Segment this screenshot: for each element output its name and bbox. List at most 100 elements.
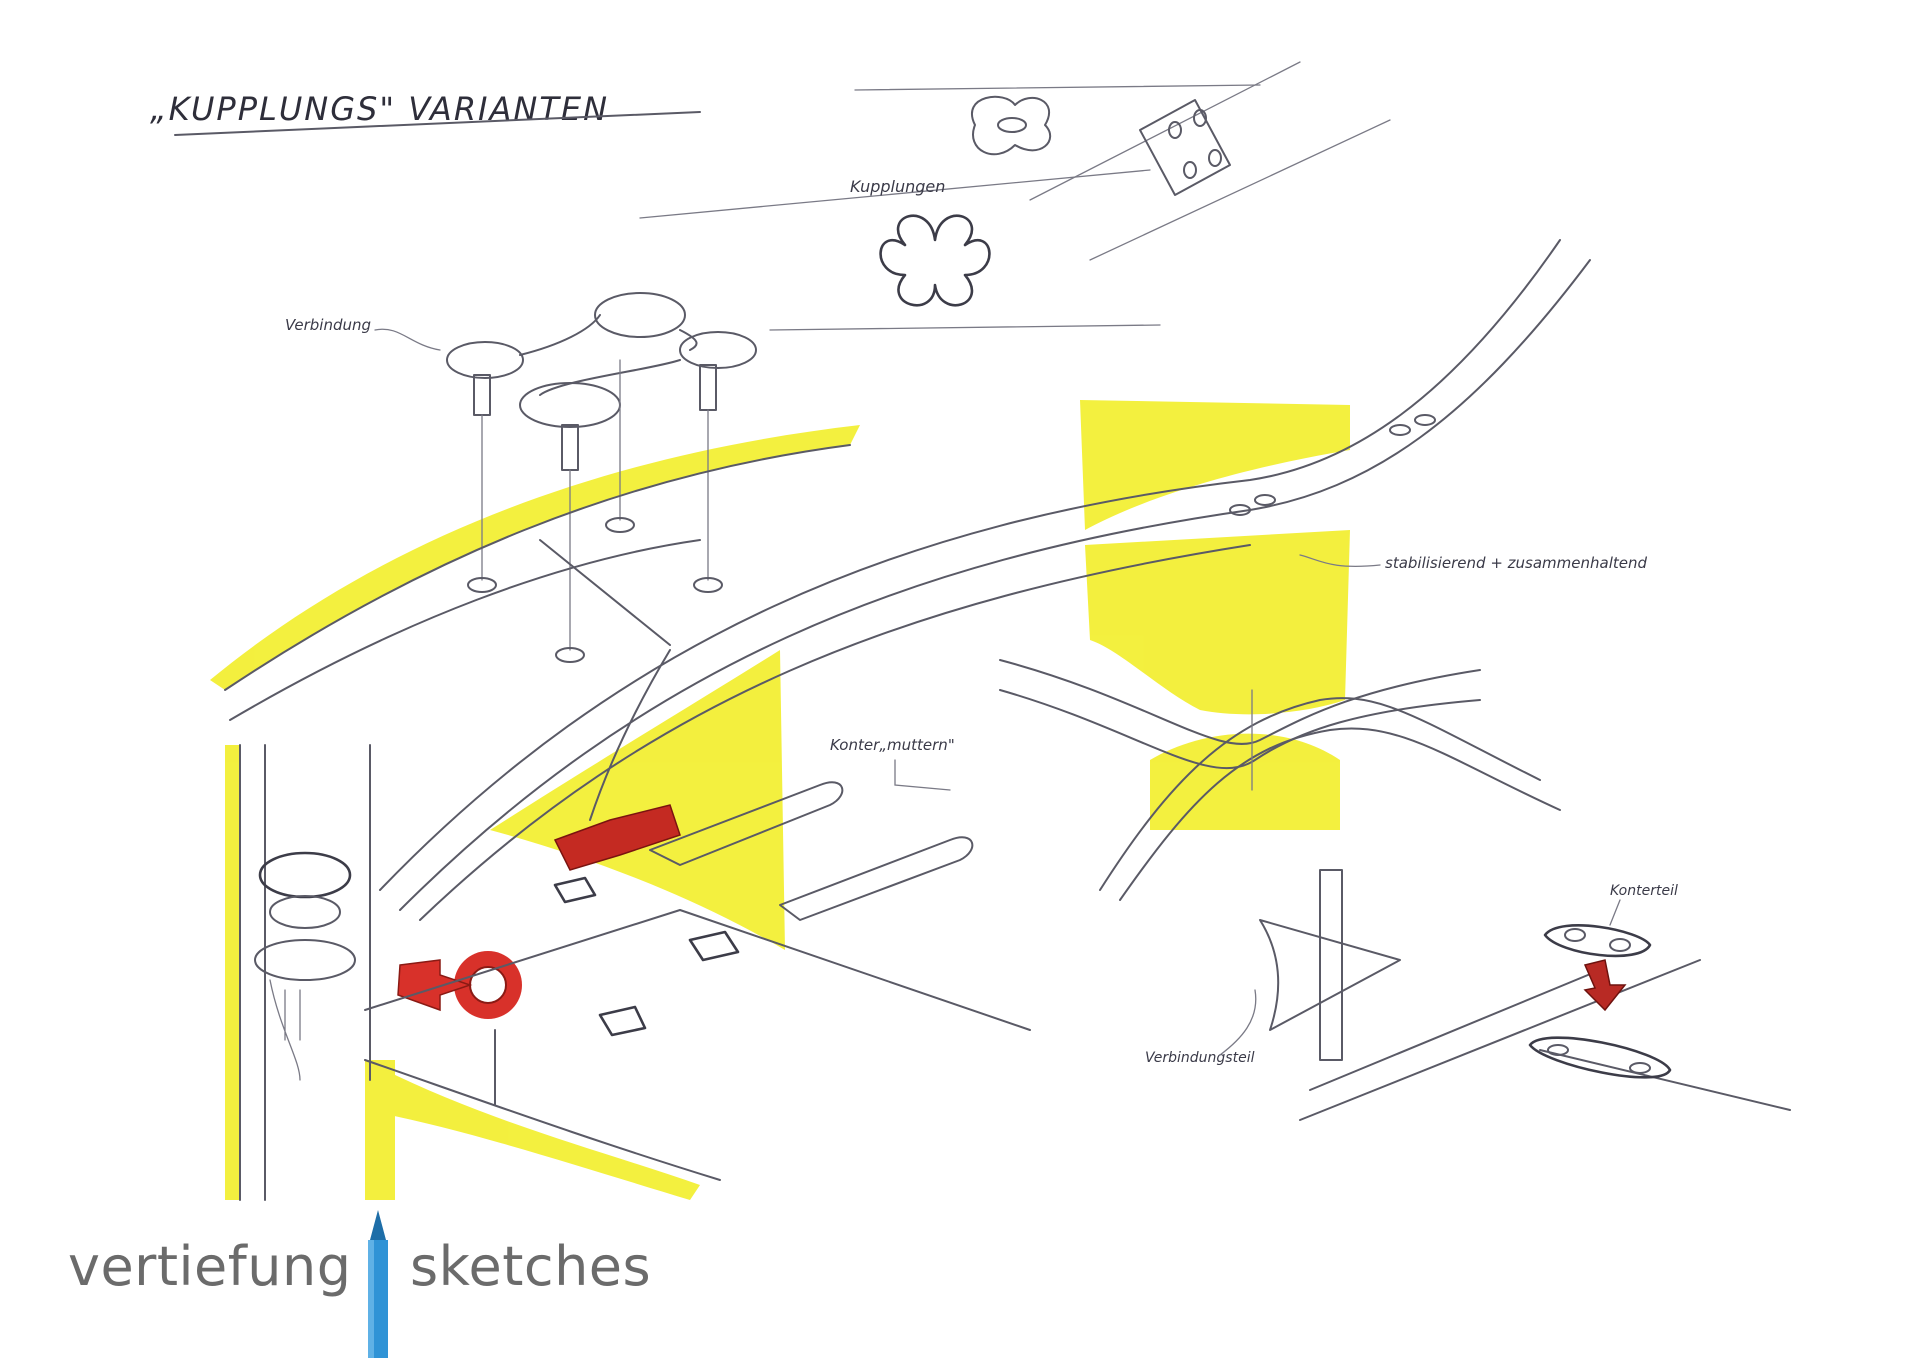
rail-cross [999,659,1481,745]
konterteil-hole [1564,928,1586,942]
clover-coupling-icon [879,214,991,307]
plate-hole [1183,161,1197,179]
konterteil-hole [1609,938,1631,952]
connector-pin [561,424,579,471]
connector-disc [446,341,524,379]
pencil-highlight [368,1240,374,1358]
highlight-right-middle [1085,530,1350,715]
rail-cross [1099,697,1541,891]
plate-hole [1208,149,1222,167]
panel-hole [693,577,723,593]
post [1319,869,1343,1061]
base-edge [1299,959,1701,1121]
curved-panels [224,239,1591,921]
panel-hole [555,647,585,663]
panel-edge [229,539,701,721]
verbindung-connector: Verbindung [285,292,757,651]
leader-line [374,328,441,351]
yellow-highlights [210,400,1350,1200]
highlight-right-lower [1150,733,1340,830]
connector-disc [679,331,757,369]
panel-seam [589,649,671,821]
red-arrow-down [1583,959,1627,1012]
rail-hole [1229,504,1251,516]
slab-edge [364,909,1031,1031]
title-group: „KUPPLUNGS" VARIANTEN [150,90,701,136]
konterteil-slot [1528,1036,1672,1079]
konter-clip [649,781,844,866]
title-underline [174,111,701,136]
bolt-washer [254,939,356,981]
verbindungsteil-wedge [1259,919,1401,1031]
crossing-rails: stabilisierend + zusammenhaltend [999,414,1647,901]
hex-nut [553,876,597,904]
rail-hole [1389,424,1411,436]
rail-cross [1119,727,1561,901]
rail-lower [399,259,1591,911]
connector-pin [473,374,491,416]
base-edge [1309,969,1601,1091]
pencil-icon [368,1210,388,1358]
label-kontermuttern: Konter„muttern" [830,736,955,754]
left-bolt-detail [239,744,522,1201]
brand-right-text: sketches [410,1235,652,1298]
plate-hole [1168,121,1182,139]
highlight-bottom-band [365,1060,700,1200]
highlight-right-top [1080,400,1350,530]
bottom-right-parts: Verbindungsteil Konterteil [1145,869,1791,1121]
rail-hole [1414,414,1436,426]
brand-left-text: vertiefung [68,1235,352,1298]
plate-line [1029,61,1301,201]
slot-hole [1629,1062,1651,1074]
hex-nut [688,930,740,962]
rail-hole [1254,494,1276,506]
hex-nut [598,1005,647,1037]
center-slab: Konter„muttern" [364,736,1031,1181]
label-verbindung: Verbindung [285,316,371,334]
connector-disc [519,382,621,428]
highlight-left-bar [225,745,240,1200]
label-kupplungen: Kupplungen [850,177,945,196]
slot-hole [1547,1044,1569,1056]
konterteil-plate [1543,924,1652,958]
small-coupling-hole [997,117,1027,133]
panel-edge [224,444,851,691]
leader-line [894,759,951,791]
panel-hole [467,577,497,593]
bolt-ring [269,895,341,929]
page-title: „KUPPLUNGS" VARIANTEN [150,90,609,128]
plate-line [769,324,1161,331]
bolt-head [258,851,352,899]
rail-inner [419,544,1251,921]
plate-line [639,169,1151,219]
red-arrow-slab [553,804,681,871]
rail-cross [999,689,1481,770]
rail-upper [379,239,1561,891]
highlight-bottom-left-block [365,1060,395,1200]
plate-line [1089,119,1391,261]
leader-line [1299,554,1381,568]
kupplungen-plates: Kupplungen [639,61,1391,331]
small-coupling-icon [971,95,1052,156]
highlight-upper-arc [210,425,860,690]
bolt-shading [269,979,301,1081]
pencil-tip [370,1210,386,1240]
leader-line [1219,989,1257,1056]
red-ring-hole [469,966,507,1004]
label-konterteil: Konterteil [1610,883,1678,899]
label-verbindungsteil: Verbindungsteil [1145,1050,1255,1066]
highlight-center-wedge [490,650,785,950]
connector-disc [594,292,686,338]
base-edge [1539,1049,1791,1111]
panel-seam [539,539,671,646]
connector-pin [699,364,717,411]
leader-line [1609,899,1621,926]
label-stabilisierend: stabilisierend + zusammenhaltend [1385,554,1647,572]
connector-body [519,314,698,396]
plate-hole [1193,109,1207,127]
square-coupling-plate [1139,99,1231,196]
konter-clip [779,836,974,921]
panel-hole [605,517,635,533]
slab-edge [364,1059,721,1181]
